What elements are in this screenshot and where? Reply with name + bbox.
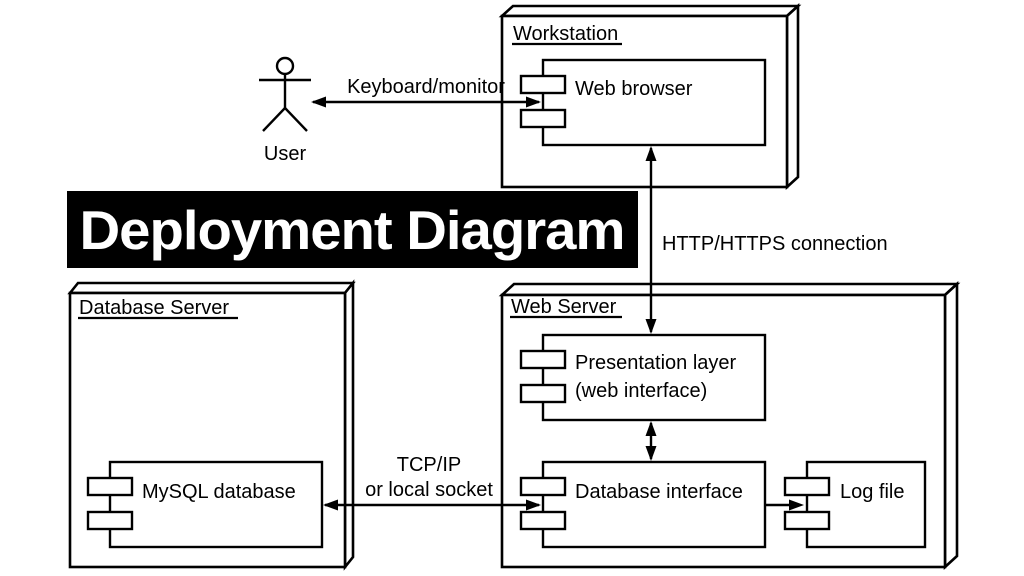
node-database-server: Database Server MySQL database <box>67 279 356 571</box>
web-server-right-face <box>943 281 959 570</box>
component-web-browser: Web browser <box>519 58 767 147</box>
connection-tcp-ip: TCP/IP or local socket <box>323 454 541 511</box>
user-actor-label: User <box>264 143 307 165</box>
component-mysql-database: MySQL database <box>86 460 324 549</box>
presentation-layer-label-line2: (web interface) <box>575 380 707 402</box>
web-browser-body <box>541 58 767 147</box>
database-interface-body <box>541 460 767 549</box>
mysql-database-label: MySQL database <box>142 481 296 503</box>
component-presentation-layer: Presentation layer (web interface) <box>519 333 767 422</box>
arrowhead-down-icon <box>645 319 657 334</box>
workstation-label: Workstation <box>513 23 618 45</box>
presentation-layer-body <box>541 333 767 422</box>
page-title: Deployment Diagram <box>80 199 625 261</box>
web-browser-label: Web browser <box>575 78 693 100</box>
arrowhead-right-icon <box>789 499 804 511</box>
mysql-database-tab-icon <box>86 476 134 497</box>
arrowhead-left-icon <box>311 96 326 108</box>
database-interface-tab-icon <box>519 510 567 531</box>
component-database-interface: Database interface <box>519 460 767 549</box>
component-log-file: Log file <box>783 460 927 549</box>
database-interface-tab-icon <box>519 476 567 497</box>
arrowhead-up-icon <box>645 421 657 436</box>
node-workstation: Workstation Web browser <box>498 3 802 190</box>
connection-presentation-database <box>645 421 657 461</box>
title-banner: Deployment Diagram <box>67 191 638 268</box>
node-web-server: Web Server Presentation layer (web inter… <box>498 281 961 570</box>
arrowhead-right-icon <box>526 96 541 108</box>
presentation-layer-tab-icon <box>519 349 567 370</box>
web-server-label: Web Server <box>511 296 617 318</box>
web-browser-tab-icon <box>519 108 567 129</box>
actor-right-leg <box>284 107 308 132</box>
database-interface-label: Database interface <box>575 481 743 503</box>
actor-left-leg <box>262 107 286 132</box>
log-file-tab-icon <box>783 476 831 497</box>
mysql-database-tab-icon <box>86 510 134 531</box>
web-server-top-face <box>498 282 961 297</box>
arrowhead-up-icon <box>645 146 657 161</box>
arrowhead-down-icon <box>645 446 657 461</box>
mysql-database-body <box>108 460 324 549</box>
tcp-ip-label-line2: or local socket <box>365 479 493 501</box>
arrowhead-left-icon <box>323 499 338 511</box>
workstation-right-face <box>785 3 800 190</box>
user-actor-icon: User <box>259 56 311 165</box>
log-file-label: Log file <box>840 481 905 503</box>
log-file-body <box>805 460 927 549</box>
log-file-tab-icon <box>783 510 831 531</box>
actor-head <box>275 56 295 76</box>
http-https-label: HTTP/HTTPS connection <box>662 233 888 255</box>
database-server-label: Database Server <box>79 297 229 319</box>
arrowhead-right-icon <box>526 499 541 511</box>
keyboard-monitor-label: Keyboard/monitor <box>347 76 505 98</box>
connection-database-log <box>766 499 804 511</box>
connection-http-https: HTTP/HTTPS connection <box>645 146 888 334</box>
presentation-layer-tab-icon <box>519 383 567 404</box>
database-server-top-face <box>67 281 356 295</box>
connection-keyboard-monitor: Keyboard/monitor <box>311 76 541 108</box>
presentation-layer-label-line1: Presentation layer <box>575 352 737 374</box>
title-banner-background <box>67 191 638 268</box>
web-browser-tab-icon <box>519 74 567 95</box>
workstation-top-face <box>498 4 802 18</box>
tcp-ip-label-line1: TCP/IP <box>397 454 461 476</box>
